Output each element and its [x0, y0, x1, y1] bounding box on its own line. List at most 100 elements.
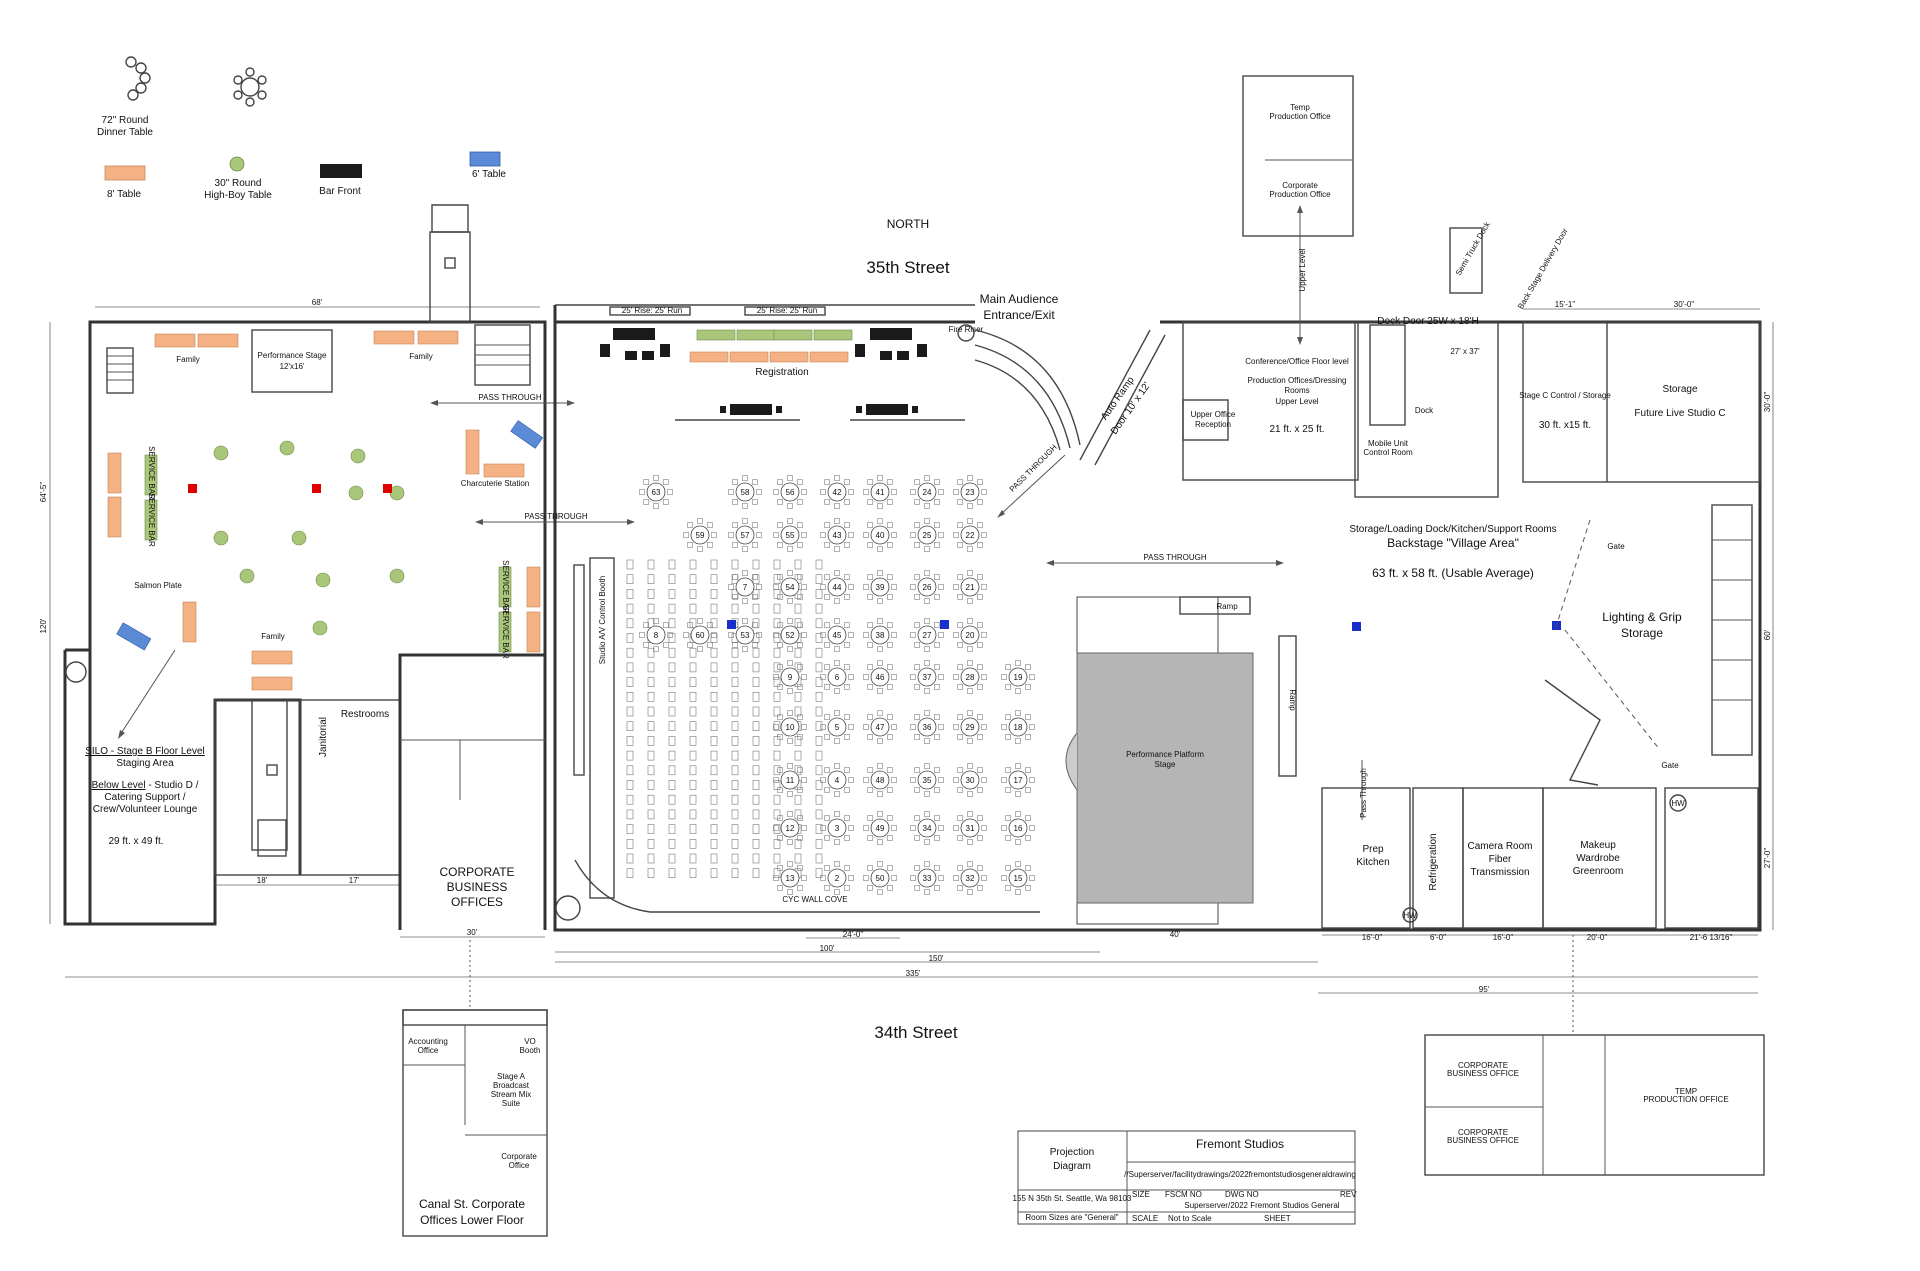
round-table-shape: [917, 667, 937, 687]
round-table-shape: [827, 717, 847, 737]
chair: [667, 632, 673, 638]
chair: [977, 574, 983, 580]
round-table: 57: [728, 518, 762, 552]
table-number: 20: [966, 631, 975, 640]
temp-2: Production Office: [1269, 112, 1331, 121]
chair: [643, 642, 649, 648]
seat: [689, 647, 697, 658]
chair: [777, 734, 783, 740]
chair: [977, 642, 983, 648]
chair: [977, 594, 983, 600]
chair: [924, 475, 930, 481]
chair: [773, 777, 779, 783]
silo-below-rest: - Studio D /: [146, 780, 199, 791]
control-booth-label: Studio A/V Control Booth: [598, 576, 607, 665]
seat: [626, 662, 634, 673]
round-table: 12: [773, 811, 807, 845]
round-table: 31: [953, 811, 987, 845]
chair: [934, 815, 940, 821]
round-table-shape: [827, 667, 847, 687]
seat: [752, 647, 760, 658]
round-table-shape: [960, 625, 980, 645]
seat: [689, 750, 697, 761]
chair: [667, 489, 673, 495]
seat: [689, 838, 697, 849]
chair: [844, 865, 850, 871]
dim-27: 27'-0": [1763, 848, 1772, 869]
chair: [787, 861, 793, 867]
seat: [710, 603, 718, 614]
chair: [707, 622, 713, 628]
canal-accounting-2: Office: [418, 1046, 439, 1055]
seat: [794, 662, 802, 673]
chair: [824, 522, 830, 528]
seat: [668, 647, 676, 658]
chair: [977, 622, 983, 628]
chair: [834, 598, 840, 604]
dim-6: 6'-0": [1430, 933, 1446, 942]
seat: [710, 589, 718, 599]
chair: [914, 714, 920, 720]
seat: [626, 853, 634, 864]
chair: [663, 622, 669, 628]
chair: [787, 646, 793, 652]
chair: [1005, 885, 1011, 891]
chair: [752, 479, 758, 485]
round-table: 42: [820, 475, 854, 509]
table-number: 44: [833, 583, 842, 592]
silo-room: SILO - Stage B Floor Level Staging Area …: [65, 661, 205, 847]
chair: [752, 542, 758, 548]
chair: [953, 875, 959, 881]
round-table: 5: [820, 710, 854, 744]
seat: [710, 838, 718, 849]
dim-30v: 30'-0": [1763, 392, 1772, 413]
chair: [824, 594, 830, 600]
round-table-shape: [827, 868, 847, 888]
chair: [797, 885, 803, 891]
theater-seating: [626, 559, 823, 879]
chair: [967, 646, 973, 652]
chair: [824, 574, 830, 580]
dim-60: 60': [1763, 629, 1772, 640]
chair: [801, 825, 807, 831]
chair: [887, 835, 893, 841]
upper-level-label: Upper Level: [1298, 248, 1307, 291]
table-number: 19: [1014, 673, 1023, 682]
chair: [773, 532, 779, 538]
chair: [981, 825, 987, 831]
seat: [668, 853, 676, 864]
family-label-1: Family: [176, 355, 200, 364]
table-number: 54: [786, 583, 795, 592]
chair: [877, 618, 883, 624]
round-table: 26: [910, 570, 944, 604]
seat: [626, 794, 634, 805]
chair: [728, 584, 734, 590]
chair: [773, 875, 779, 881]
lr-corp-2: BUSINESS OFFICE: [1447, 1069, 1519, 1078]
round-table: 30: [953, 763, 987, 797]
seat: [626, 780, 634, 790]
table-number: 60: [696, 631, 705, 640]
round-table-shape: [827, 818, 847, 838]
chair: [887, 522, 893, 528]
seat: [647, 589, 655, 599]
seat: [626, 765, 634, 776]
seat: [626, 589, 634, 599]
seat: [752, 868, 760, 879]
chair: [653, 646, 659, 652]
seat: [752, 603, 760, 614]
chair: [801, 724, 807, 730]
seat: [731, 736, 739, 746]
table-number: 53: [741, 631, 750, 640]
seat: [668, 706, 676, 717]
round-table: 4: [820, 763, 854, 797]
seat: [752, 838, 760, 849]
chair: [934, 594, 940, 600]
canal-accounting-1: Accounting: [408, 1037, 448, 1046]
seat: [752, 824, 760, 834]
chair: [914, 479, 920, 485]
chair: [797, 522, 803, 528]
table-number: 52: [786, 631, 795, 640]
chair: [777, 622, 783, 628]
